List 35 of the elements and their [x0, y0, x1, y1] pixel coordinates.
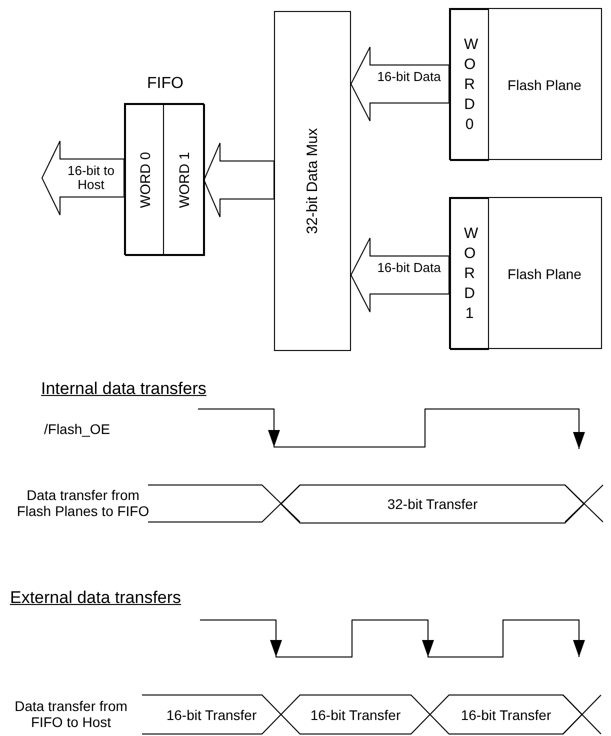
block-heading: FIFO — [147, 76, 184, 92]
node-label: 16-bit Transfer — [309, 706, 402, 722]
flash-plane-box — [449, 8, 602, 160]
edge-label: 16-bit to Host — [66, 164, 116, 192]
node-label: 32-bit Data Mux — [304, 128, 320, 234]
node-label: Flash Plane — [506, 77, 582, 93]
block-arrow — [41, 140, 124, 216]
register-cell — [125, 104, 164, 256]
node-label: 16-bit Transfer — [165, 706, 258, 722]
word-column — [450, 198, 489, 350]
section-heading: External data transfers — [10, 590, 182, 606]
block-arrow — [203, 142, 274, 218]
signal-name: /Flash_OE — [44, 421, 110, 437]
node-label: W O R D 1 — [463, 224, 480, 324]
bus-transfer-segment — [142, 695, 281, 734]
node-label: 16-bit Transfer — [460, 706, 552, 722]
signal-name: Data transfer from Flash Planes to FIFO — [16, 487, 150, 519]
signal-name: Data transfer from FIFO to Host — [14, 698, 128, 730]
register-cell — [163, 104, 205, 256]
block-arrow — [350, 46, 450, 122]
bus-transfer-segment — [281, 695, 430, 734]
block-arrow — [350, 238, 450, 312]
bus-transfer-segment — [430, 695, 582, 734]
node-label: Flash Plane — [506, 266, 582, 282]
flash-plane-box — [449, 197, 602, 349]
mux-box — [274, 11, 351, 351]
bus-transfer-segment — [281, 485, 584, 523]
section-heading: Internal data transfers — [41, 381, 206, 397]
word-column — [450, 9, 489, 161]
edge-label: 16-bit Data — [376, 70, 442, 84]
node-label: 32-bit Transfer — [386, 496, 479, 512]
node-label: W O R D 0 — [463, 35, 480, 135]
node-label: WORD 1 — [176, 152, 192, 208]
node-label: WORD 0 — [136, 152, 152, 208]
edge-label: 16-bit Data — [376, 261, 442, 275]
